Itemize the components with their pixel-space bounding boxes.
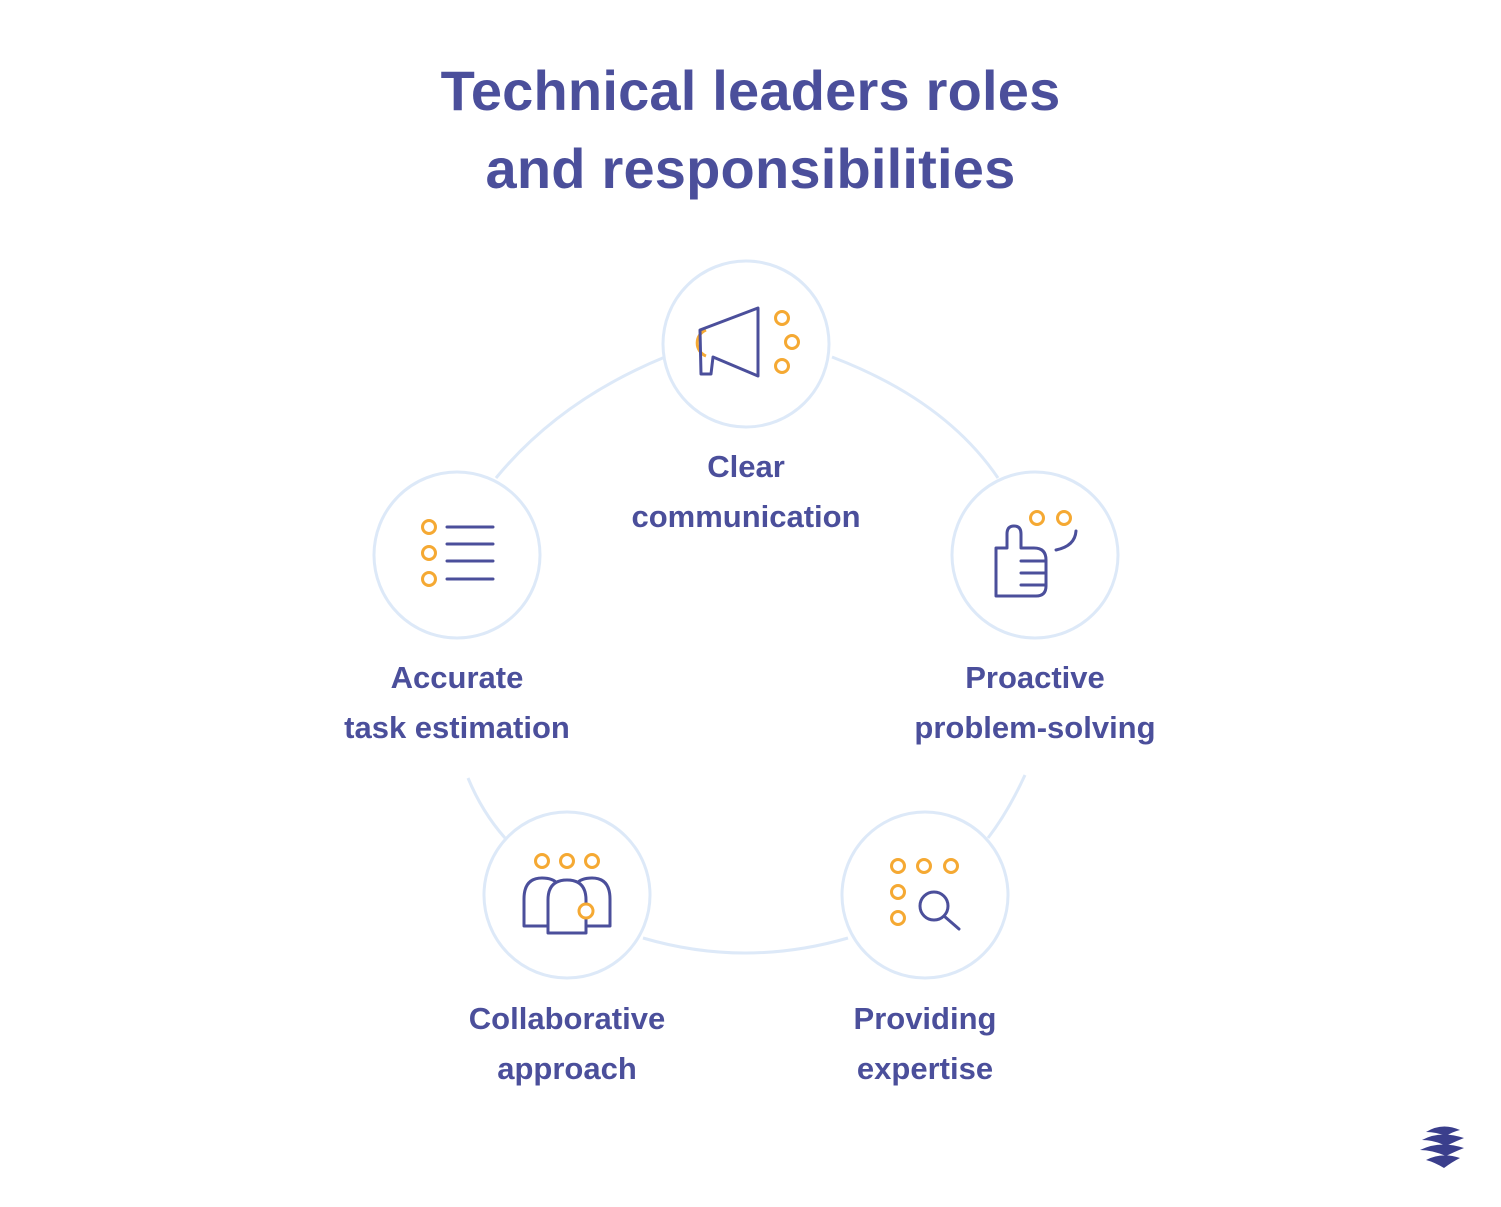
label-line-2: expertise xyxy=(856,1051,994,1086)
node-circle-problem-solving xyxy=(950,470,1120,640)
megaphone-icon xyxy=(695,306,800,378)
team-icon xyxy=(522,853,612,935)
label-line-1: Collaborative xyxy=(468,1001,666,1036)
label-line-1: Accurate xyxy=(390,660,524,695)
connector-communication-to-problem-solving xyxy=(831,355,1000,479)
label-providing-expertise: Providing expertise xyxy=(745,994,1105,1094)
label-collaborative-approach: Collaborative approach xyxy=(387,994,747,1094)
connector-expertise-to-collaborative xyxy=(642,936,849,955)
title-line-2: and responsibilities xyxy=(485,137,1016,200)
connector-problem-solving-to-expertise xyxy=(986,774,1027,839)
magnifier-icon xyxy=(890,858,961,931)
title-line-1: Technical leaders roles xyxy=(440,59,1061,122)
connector-collaborative-to-estimation xyxy=(466,777,507,839)
page-title: Technical leaders roles and responsibili… xyxy=(0,52,1501,208)
label-clear-communication: Clear communication xyxy=(566,442,926,542)
cycle-connectors xyxy=(466,355,1027,955)
label-line-1: Providing xyxy=(853,1001,997,1036)
thumbs-up-icon xyxy=(994,510,1078,598)
label-line-2: communication xyxy=(631,499,861,534)
connector-estimation-to-communication xyxy=(494,355,666,479)
label-line-2: task estimation xyxy=(344,710,570,745)
label-proactive-problem-solving: Proactive problem-solving xyxy=(855,653,1215,753)
node-circle-communication xyxy=(661,259,831,429)
node-circle-estimation xyxy=(372,470,542,640)
label-line-1: Proactive xyxy=(965,660,1105,695)
label-line-2: problem-solving xyxy=(914,710,1156,745)
brand-logo-icon xyxy=(1420,1126,1464,1168)
label-line-2: approach xyxy=(497,1051,637,1086)
label-line-1: Clear xyxy=(707,449,785,484)
checklist-icon xyxy=(421,519,495,587)
label-accurate-task-estimation: Accurate task estimation xyxy=(277,653,637,753)
